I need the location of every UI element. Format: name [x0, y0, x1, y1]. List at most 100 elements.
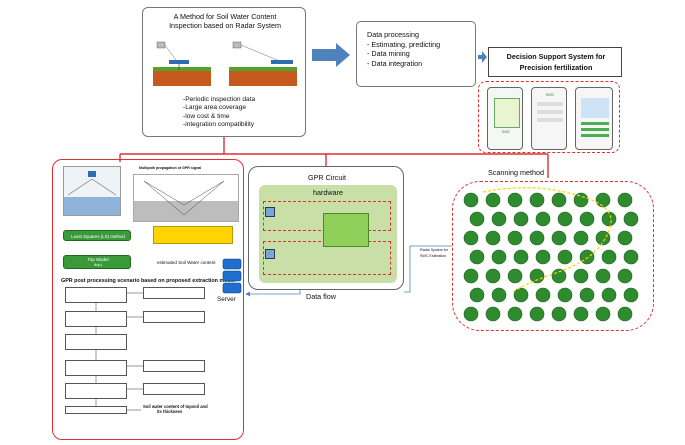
scan-path — [482, 187, 612, 293]
tree-icon — [491, 287, 507, 303]
method-box: A Method for Soil Water Content Inspecti… — [142, 7, 306, 137]
tree-icon — [463, 268, 479, 284]
freq-synthesizer — [323, 213, 369, 247]
dss-box: Decision Support System for Precision fe… — [488, 47, 622, 77]
estimated-swc-label: estimated Soil Water content — [157, 260, 216, 265]
tree-icon — [491, 249, 507, 265]
flow-step — [143, 311, 205, 323]
hardware-area: hardware — [259, 185, 397, 283]
tree-icon — [557, 249, 573, 265]
tree-icon — [601, 249, 617, 265]
scheme-title: GPR post processing scenario based on pr… — [61, 278, 236, 284]
antenna-rx — [265, 249, 275, 259]
multipath-diagram — [133, 174, 239, 222]
tree-icon — [551, 230, 567, 246]
tree-icon — [595, 306, 611, 322]
server-label: Server — [217, 296, 236, 303]
data-processing-box: Data processing - Estimating, predicting… — [356, 21, 476, 87]
tree-icon — [595, 192, 611, 208]
tree-icon — [595, 230, 611, 246]
tree-icon — [507, 306, 523, 322]
tree-icon — [573, 306, 589, 322]
least-squares-box: Least Squares (LS) method — [63, 230, 131, 241]
tree-icon — [573, 268, 589, 284]
tree-icon — [469, 249, 485, 265]
flow-step — [65, 406, 127, 414]
tree-icon — [623, 249, 639, 265]
tree-icon — [623, 287, 639, 303]
scanning-field — [452, 181, 654, 331]
tree-icon — [617, 306, 633, 322]
multipath-title: Multipath propagation of GPR signal — [139, 166, 202, 170]
antenna-tx — [265, 207, 275, 217]
data-flow-label: Data flow — [306, 292, 336, 301]
flow-step — [65, 311, 127, 327]
tree-icon — [557, 211, 573, 227]
tree-icon — [529, 306, 545, 322]
feature-item: -Large area coverage — [183, 104, 247, 112]
tree-icon — [595, 268, 611, 284]
result-text-1: Soil water content of topsoil and — [143, 404, 208, 409]
flow-connectors — [95, 292, 143, 411]
arrow-to-dss — [478, 51, 487, 63]
equations-box — [153, 226, 233, 244]
tree-icon — [491, 211, 507, 227]
tree-icon — [551, 192, 567, 208]
method-title-line1: A Method for Soil Water Content — [173, 12, 277, 21]
feature-item: -Periodic inspection data — [183, 96, 256, 103]
tree-icon — [513, 287, 529, 303]
radar-label-1: Radar System for — [420, 248, 448, 252]
phone-mockup — [575, 87, 613, 150]
phone-mockup: SWC — [487, 87, 523, 150]
circuit-title: GPR Circuit — [308, 173, 346, 182]
phone-label: SWC — [545, 93, 555, 97]
gpr-processing-panel: Multipath propagation of GPR signal Leas… — [52, 159, 244, 440]
gpr-circuit-panel: GPR Circuit hardware — [248, 166, 404, 290]
dss-title-line1: Decision Support System for — [506, 52, 606, 61]
tree-icon — [507, 268, 523, 284]
method-features: -Periodic inspection data -Large area co… — [183, 96, 255, 130]
tree-icon — [485, 192, 501, 208]
tree-icon — [579, 287, 595, 303]
tree-icon — [469, 287, 485, 303]
flow-step — [143, 360, 205, 372]
tree-icon — [601, 287, 617, 303]
phone-mockup: SWC — [531, 87, 567, 150]
result-text-2: its thickness — [157, 409, 183, 414]
radar-illustration-left — [151, 36, 213, 88]
orchard-diagram — [463, 187, 639, 322]
flow-step — [143, 383, 205, 395]
tree-icon — [529, 268, 545, 284]
tree-icon — [601, 211, 617, 227]
data-processing-item: - Estimating, predicting — [367, 39, 441, 49]
tree-icon — [463, 230, 479, 246]
tree-icon — [623, 211, 639, 227]
tree-icon — [507, 192, 523, 208]
tree-icon — [557, 287, 573, 303]
feature-item: -integration compatibility — [183, 121, 255, 129]
flow-step — [143, 287, 205, 299]
flow-step — [65, 334, 127, 350]
tree-icon — [463, 192, 479, 208]
gpr-diagram-photo — [63, 166, 121, 216]
flow-step — [65, 287, 127, 303]
flow-step — [65, 360, 127, 376]
tree-icon — [573, 192, 589, 208]
tree-icon — [617, 230, 633, 246]
data-processing-item: - Data integration — [367, 58, 423, 68]
top-model-box: Top Model θv(ε) — [63, 255, 131, 269]
tree-icon — [513, 211, 529, 227]
least-squares-label: Least Squares (LS) method — [71, 233, 125, 239]
server-icon — [222, 258, 242, 296]
tree-icon — [529, 192, 545, 208]
tree-icon — [579, 211, 595, 227]
tree-icon — [551, 306, 567, 322]
dss-title-line2: Precision fertilization — [519, 63, 593, 72]
dss-phones-box: SWC SWC — [478, 81, 620, 153]
tree-icon — [529, 230, 545, 246]
data-processing-title: Data processing — [367, 30, 419, 39]
tree-icon — [617, 268, 633, 284]
method-title-line2: Inspection based on Radar System — [169, 21, 281, 30]
tree-icon — [551, 268, 567, 284]
tree-icon — [507, 230, 523, 246]
